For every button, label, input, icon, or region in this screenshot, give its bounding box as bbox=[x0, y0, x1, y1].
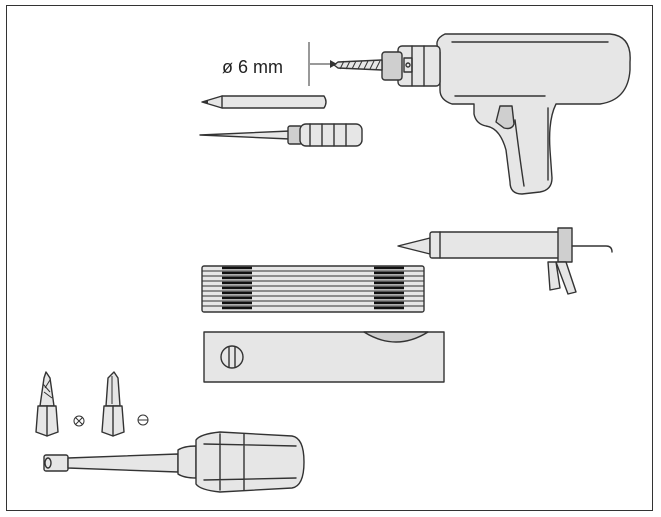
power-drill bbox=[333, 33, 631, 195]
flat-slot-symbol bbox=[137, 414, 149, 426]
phillips-bit bbox=[35, 371, 59, 437]
pencil bbox=[201, 95, 327, 109]
caulking-gun bbox=[397, 227, 613, 295]
spirit-level bbox=[203, 331, 445, 383]
drill-bit-size-label: ø 6 mm bbox=[222, 57, 283, 77]
bit-screwdriver bbox=[43, 431, 305, 493]
flat-bit bbox=[101, 371, 125, 437]
drill-bit-dimension bbox=[308, 42, 337, 86]
cross-slot-symbol bbox=[73, 415, 85, 427]
awl bbox=[199, 123, 363, 147]
folding-ruler bbox=[201, 265, 425, 313]
